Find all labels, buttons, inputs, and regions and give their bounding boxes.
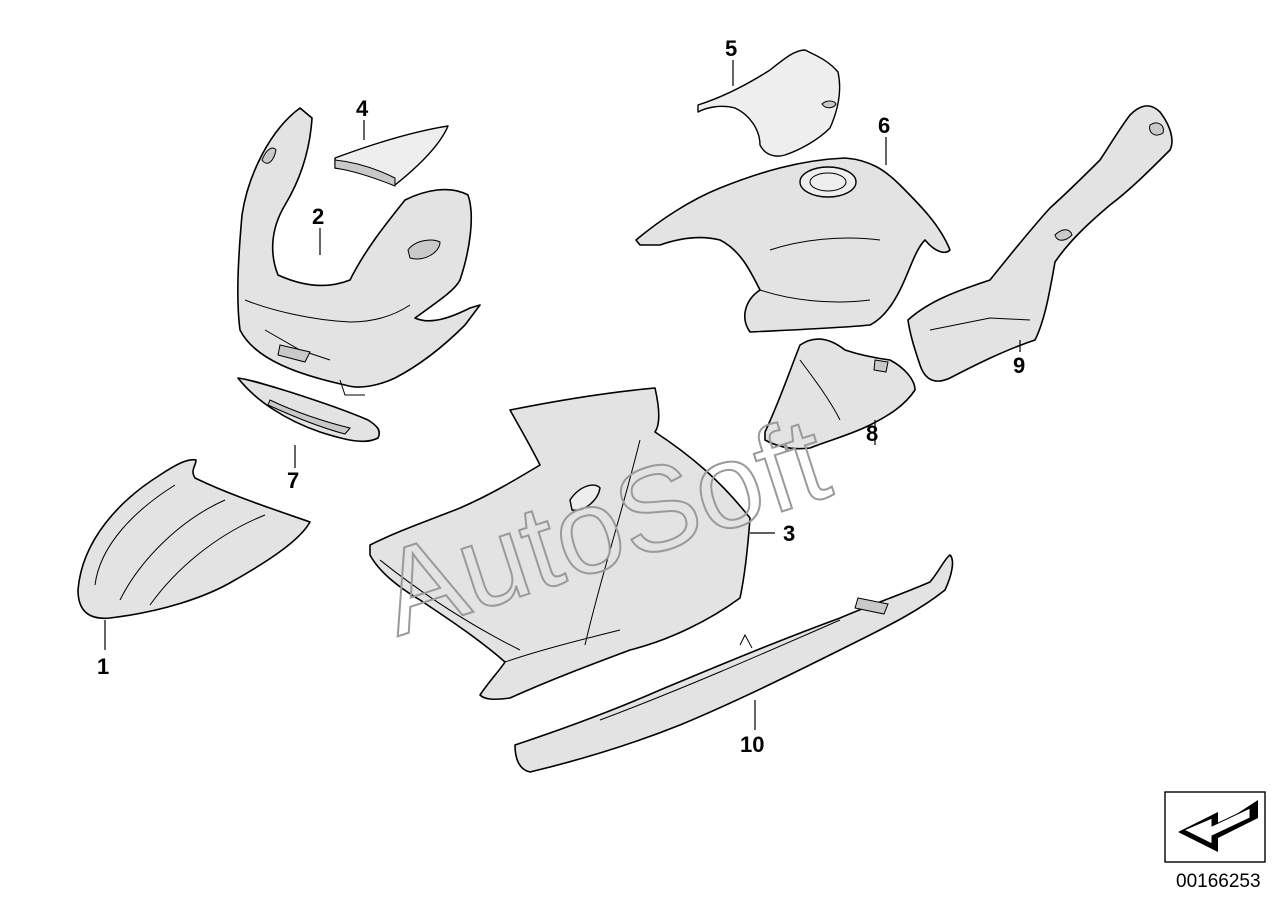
callout-3: 3 (783, 521, 795, 546)
part-10-lower-side-strip[interactable] (514, 554, 954, 773)
part-9-side-frame-cover[interactable] (907, 105, 1173, 382)
part-5-upper-cover[interactable] (697, 49, 841, 157)
arrow-down-left-icon (1178, 800, 1258, 852)
callout-2: 2 (312, 204, 324, 229)
callout-6: 6 (878, 113, 890, 138)
part-8-inner-trim-bracket[interactable] (764, 338, 916, 450)
callout-8: 8 (866, 421, 878, 446)
callout-4: 4 (356, 96, 369, 121)
nav-arrow-box[interactable] (1164, 791, 1266, 863)
part-3-side-fairing[interactable] (369, 387, 751, 701)
part-1-front-fender[interactable] (77, 458, 311, 620)
callout-7: 7 (287, 468, 299, 493)
part-4-windscreen-trim[interactable] (334, 125, 449, 187)
part-6-tank-cover[interactable] (635, 157, 951, 333)
part-2-front-fairing[interactable] (237, 107, 481, 396)
callout-10: 10 (740, 732, 764, 757)
callout-5: 5 (725, 36, 737, 61)
callout-9: 9 (1013, 353, 1025, 378)
callout-1: 1 (97, 654, 109, 679)
part-7-lower-trim-strip[interactable] (237, 377, 381, 443)
diagram-number: 00166253 (1176, 871, 1261, 892)
